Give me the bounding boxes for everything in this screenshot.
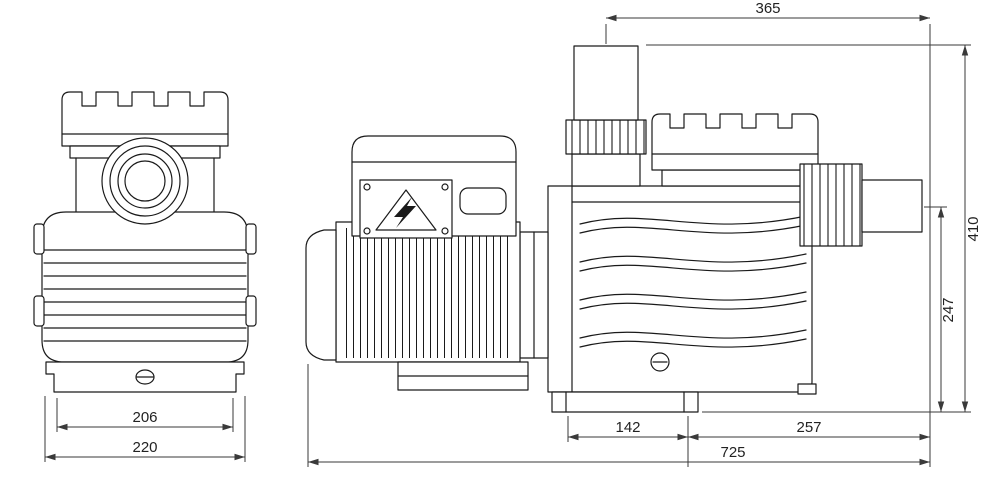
- housing-ribs: [579, 215, 807, 348]
- warning-triangle: [375, 189, 437, 231]
- terminal-box-latch: [459, 187, 507, 215]
- high-voltage-warning-icon: [359, 179, 453, 239]
- motor-end-cap: [305, 229, 337, 361]
- inlet-pipe: [861, 179, 923, 233]
- dim-label-725: 725: [720, 444, 745, 461]
- dim-label-142: 142: [615, 419, 640, 436]
- extension-lines: [44, 24, 971, 467]
- motor-fins: [342, 228, 514, 358]
- dim-label-206: 206: [132, 409, 157, 426]
- front-strainer-lid: [61, 91, 229, 147]
- strainer-lid: [651, 113, 819, 171]
- front-view: [33, 91, 257, 393]
- outlet-union-nut: [565, 119, 647, 155]
- pump-base: [551, 391, 699, 413]
- dimension-labels: 365 410 247 142 257 725 206 220: [132, 0, 982, 461]
- dim-label-365: 365: [755, 0, 780, 17]
- dim-label-220: 220: [132, 439, 157, 456]
- front-inlet-port: [101, 137, 189, 225]
- outlet-pipe: [573, 45, 639, 121]
- lightning-bolt: [394, 197, 416, 228]
- dim-label-410: 410: [965, 216, 982, 241]
- outlet-lower-union: [571, 153, 641, 187]
- pump-housing: [547, 185, 813, 393]
- dim-label-257: 257: [796, 419, 821, 436]
- front-clip-right-bottom: [245, 295, 257, 327]
- front-clip-left-top: [33, 223, 45, 255]
- front-pump-body: [41, 211, 249, 363]
- side-view: [305, 45, 923, 413]
- front-clip-right-top: [245, 223, 257, 255]
- front-body-ribs: [43, 249, 247, 342]
- strainer-collar: [661, 169, 809, 187]
- dim-label-247: 247: [940, 297, 957, 322]
- inlet-union-nut: [799, 163, 863, 247]
- front-clip-left-bottom: [33, 295, 45, 327]
- housing-bottom-fitting: [797, 383, 817, 395]
- dimension-lines: 365 410 247 142 257 725 206 220: [44, 0, 982, 467]
